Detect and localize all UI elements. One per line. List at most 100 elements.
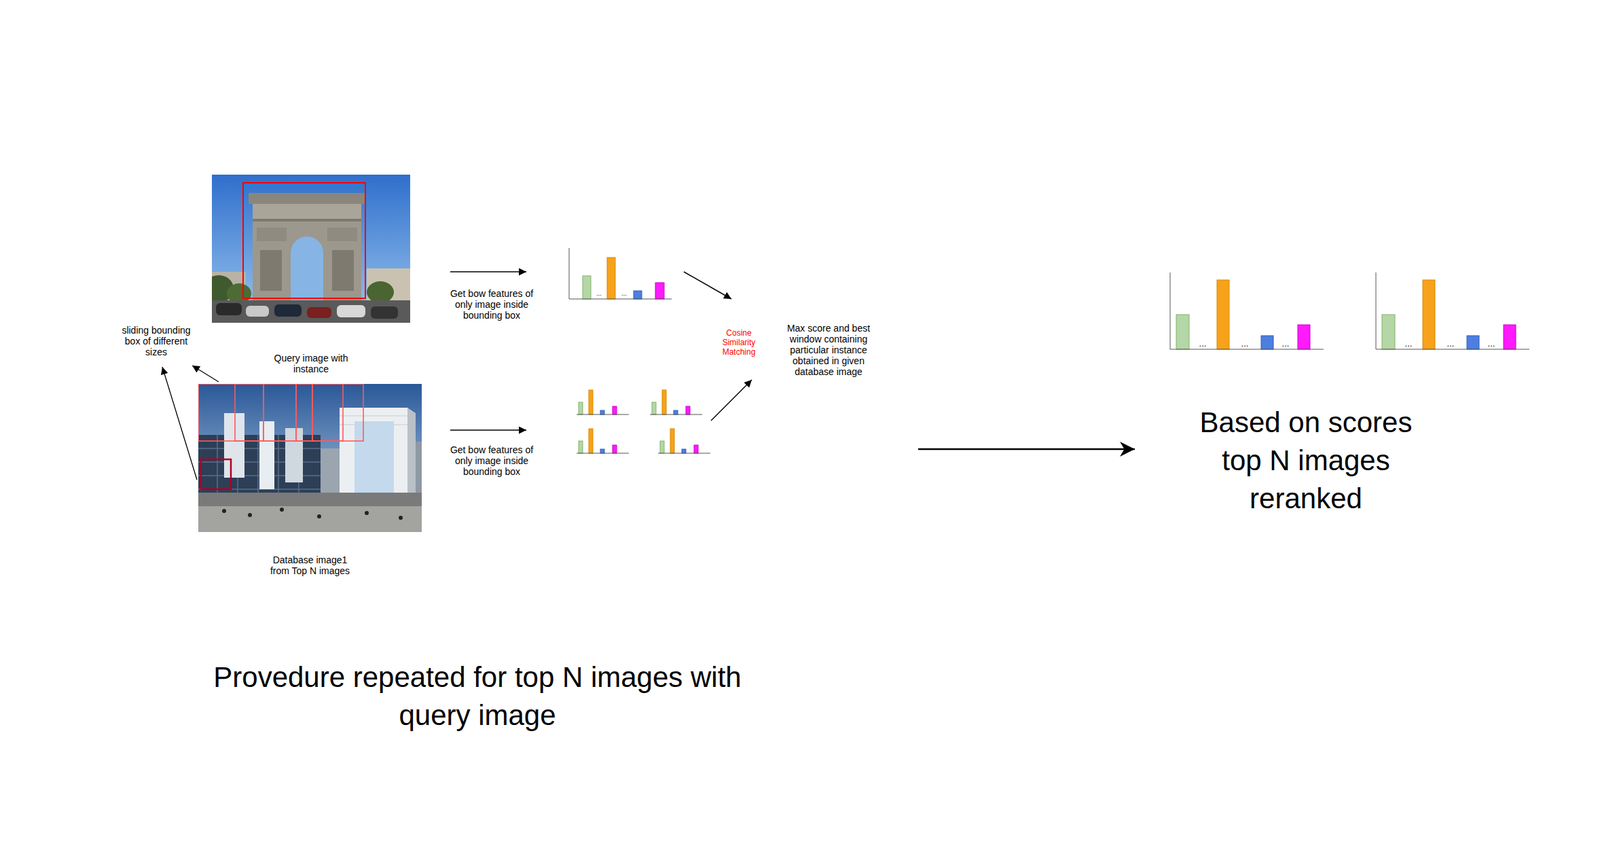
label-holder: ... [1275, 338, 1296, 348]
query-photo-part [366, 268, 411, 306]
ellipsis: ... [1481, 338, 1502, 348]
ellipsis: ... [615, 290, 633, 297]
bow-histogram [576, 389, 629, 415]
database-photo-part [364, 510, 369, 515]
label-holder: Cosine Similarity Matching [714, 328, 764, 357]
query-photo-part [274, 304, 302, 317]
database-photo [198, 383, 422, 532]
label-holder: ... [1192, 338, 1213, 348]
histogram-bar [607, 257, 616, 299]
label-holder: Get bow features of only image inside bo… [440, 444, 543, 477]
database-photo-part [263, 383, 313, 441]
result-note: Max score and best window containing par… [777, 322, 880, 377]
feature-arrow [450, 270, 527, 273]
label-holder: Provedure repeated for top N images with… [198, 658, 756, 735]
query-photo-part [332, 249, 354, 291]
database-photo-part [279, 507, 284, 512]
database-photo-part [319, 448, 340, 493]
database-photo-part [407, 407, 416, 493]
database-photo-part [296, 383, 343, 441]
database-photo-part [285, 427, 303, 483]
database-photo-part [398, 515, 403, 520]
label-holder: ... [615, 290, 633, 297]
query-photo-part [306, 306, 332, 318]
bow-histogram [576, 428, 629, 453]
database-photo-part [247, 512, 252, 517]
label-holder: Max score and best window containing par… [777, 322, 880, 377]
flow-arrows [162, 271, 1135, 480]
leader-arrow [162, 366, 197, 480]
label-holder: ... [1234, 338, 1256, 348]
database-photo-part [222, 508, 227, 513]
database-photo-part [198, 505, 422, 532]
database-photo-part [198, 383, 422, 532]
database-photo-part [339, 415, 408, 425]
histogram-bar [578, 440, 583, 453]
histogram-baseline [576, 414, 629, 415]
histogram-bar [1297, 324, 1311, 350]
query-photo-part [252, 203, 362, 219]
histogram-bar [612, 444, 617, 453]
query-photo-part [245, 305, 269, 317]
histogram-bar [582, 275, 591, 299]
label-holder: ... [1440, 338, 1461, 348]
histogram-bar [600, 410, 605, 415]
histogram-bar [660, 440, 665, 453]
query-photo [211, 174, 411, 323]
histogram-baseline [649, 414, 703, 415]
match-arrow [711, 379, 752, 421]
histogram-bar [1503, 324, 1516, 350]
histogram-bar [588, 428, 593, 453]
query-photo-part [211, 174, 411, 323]
query-image-panel: Query image with instance [211, 174, 411, 323]
rerank-arrow [918, 448, 1135, 451]
image-caption: Query image with instance [268, 352, 354, 375]
label-holder: sliding bounding box of different sizes [115, 324, 197, 358]
leader-arrow [192, 365, 219, 382]
caption-holder: Database image1 from Top N images [264, 554, 356, 576]
result-caption: Based on scores top N images reranked [1176, 403, 1435, 518]
method-label: Cosine Similarity Matching [714, 328, 764, 357]
label-holder: Get bow features of only image inside bo… [440, 287, 543, 321]
query-photo-part [256, 227, 287, 242]
histogram-bar [633, 290, 642, 299]
bow-histogram [658, 428, 711, 453]
label-holder: ... [590, 290, 608, 297]
query-photo-part [211, 300, 411, 323]
database-photo-part [224, 412, 245, 478]
histogram-axis [1170, 272, 1171, 350]
histogram-bar [670, 428, 675, 453]
bow-histogram [1170, 272, 1324, 350]
query-photo-part [243, 182, 366, 299]
ellipsis: ... [590, 290, 608, 297]
database-photo-part [259, 421, 275, 489]
histogram-bar [1176, 314, 1190, 350]
histogram-baseline [1375, 349, 1530, 350]
bow-histogram [569, 247, 672, 299]
histogram-bar [1466, 335, 1480, 350]
database-photo-part [317, 514, 322, 519]
histogram-bar [673, 410, 678, 415]
ellipsis: ... [1398, 338, 1419, 348]
histogram-baseline [1170, 349, 1324, 350]
histogram-bar [578, 402, 583, 415]
histogram-bar [685, 406, 690, 415]
histogram-bar [694, 444, 699, 453]
query-photo-part [290, 236, 324, 303]
database-photo-part [354, 421, 394, 493]
database-image-panel: Database image1 from Top N images [198, 383, 422, 532]
histogram-axis [1375, 272, 1377, 350]
histogram-axis [569, 247, 570, 299]
bow-histogram [1375, 272, 1530, 350]
database-photo-part [312, 383, 364, 441]
ellipsis: ... [1440, 338, 1461, 348]
histogram-bar [681, 448, 686, 453]
histogram-bar [1382, 314, 1395, 350]
feature-arrow [450, 429, 527, 431]
database-photo-part [339, 407, 408, 493]
database-photo-part [201, 459, 231, 489]
histogram-baseline [658, 452, 711, 454]
ellipsis: ... [1275, 338, 1296, 348]
histogram-bar [600, 448, 605, 453]
histogram-bar [662, 389, 667, 415]
